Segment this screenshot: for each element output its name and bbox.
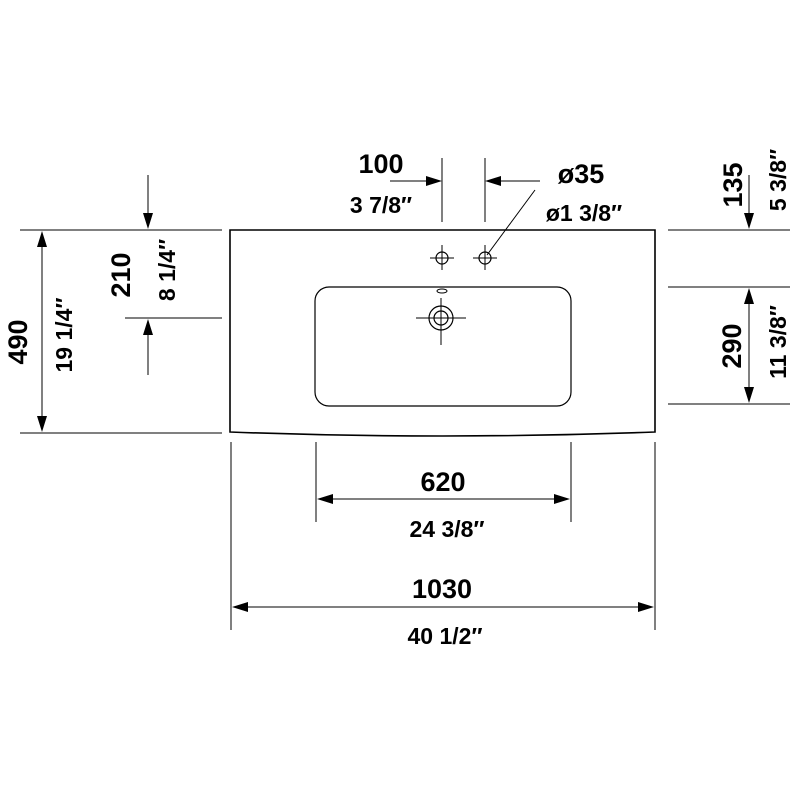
drain-depth-mm: 210	[106, 252, 136, 297]
tap-spacing-mm: 100	[358, 149, 403, 179]
overall-width-dimension	[230, 442, 656, 630]
bowl-width-dimension	[315, 442, 572, 522]
tap-hole-right-icon	[473, 245, 497, 270]
tap-spacing-dimension	[390, 158, 540, 222]
drain-icon	[416, 298, 466, 345]
tap-diameter-mm: ø35	[558, 159, 605, 189]
bowl-outline	[314, 286, 572, 407]
tap-spacing-inch: 3 7/8″	[350, 192, 412, 218]
back-offset-inch: 5 3/8″	[765, 149, 791, 211]
bowl-depth-mm: 290	[717, 323, 747, 368]
bowl-width-mm: 620	[420, 467, 465, 497]
bowl-depth-inch: 11 3/8″	[765, 305, 791, 379]
tap-diameter-inch: ø1 3/8″	[546, 200, 622, 226]
tap-diameter-leader	[486, 189, 536, 256]
bowl-depth-dimension	[668, 286, 790, 405]
drain-depth-dimension	[125, 175, 222, 375]
drain-depth-inch: 8 1/4″	[154, 239, 180, 301]
overall-depth-mm: 490	[3, 319, 33, 364]
back-offset-mm: 135	[718, 162, 748, 207]
tap-hole-left-icon	[430, 245, 454, 270]
overall-width-mm: 1030	[412, 574, 472, 604]
bowl-width-inch: 24 3/8″	[410, 516, 485, 542]
overall-width-inch: 40 1/2″	[408, 623, 483, 649]
basin-outline	[229, 229, 656, 437]
back-offset-dimension	[668, 175, 790, 231]
overflow-slot	[436, 288, 448, 294]
overall-depth-inch: 19 1/4″	[51, 298, 77, 373]
overall-depth-dimension	[20, 229, 222, 434]
